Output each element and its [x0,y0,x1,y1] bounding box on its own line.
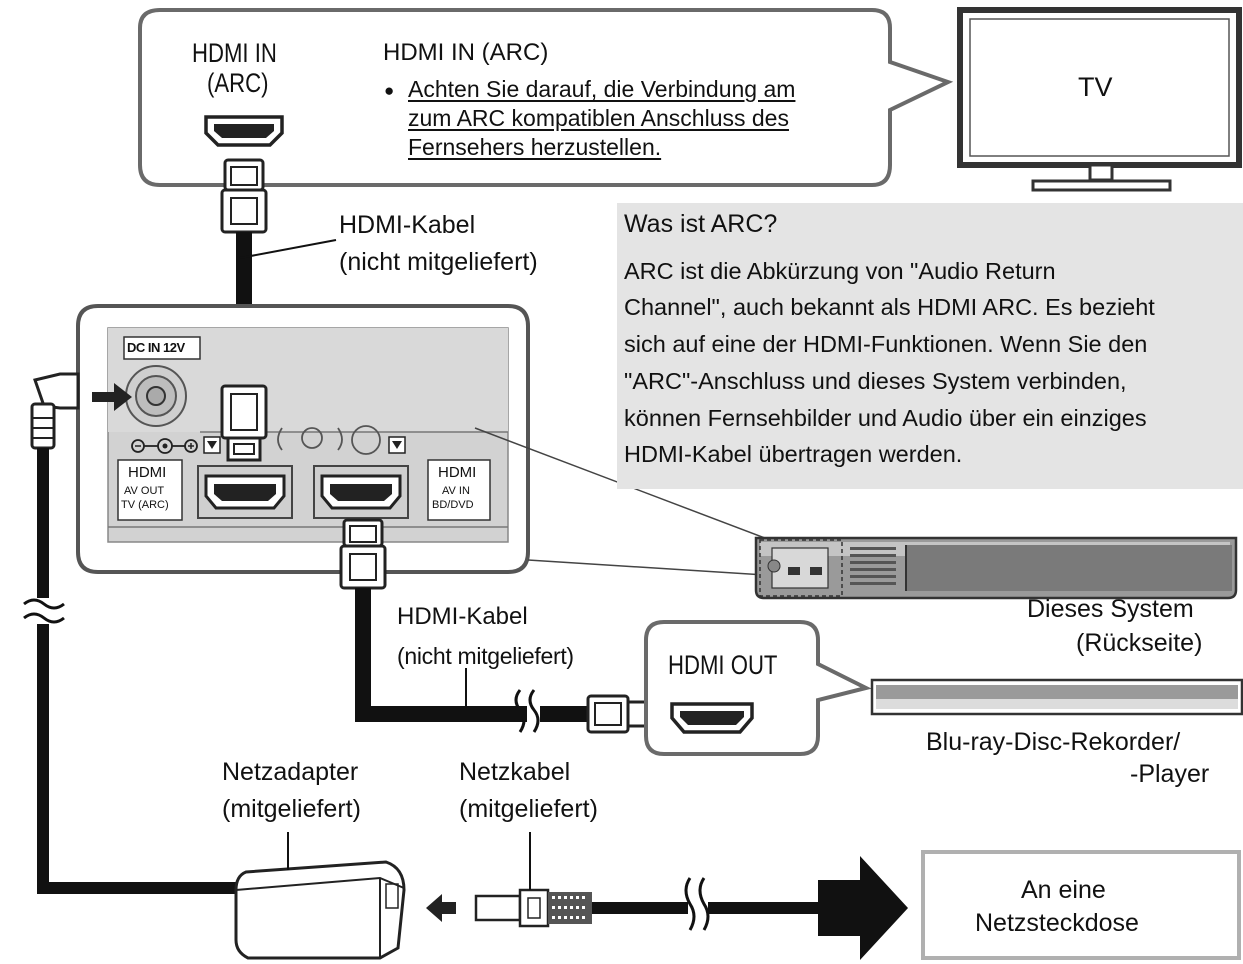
av-in-label-2: AV IN [442,485,470,497]
system-label-2: (Rückseite) [1076,629,1203,657]
adapter-insert-arrow [426,894,456,922]
hdmi-out-port-label: HDMI OUT [668,650,778,680]
tv-label: TV [1078,72,1113,102]
dc-in-label: DC IN 12V [127,340,185,355]
zoom-line-bottom [527,559,766,576]
outlet-box [921,850,1241,960]
bottom-cable-label-2: (nicht mitgeliefert) [397,643,574,669]
hdmi-in-arc-port-label-2: (ARC) [207,68,269,98]
system-label-1: Dieses System [1027,595,1194,623]
player-callout-bubble [644,620,872,756]
bottom-cable-label-1: HDMI-Kabel [397,603,528,630]
av-in-label-3: BD/DVD [432,499,474,511]
hdmi-in-arc-port-label-1: HDMI IN [192,38,277,68]
plug-insert-arrow [92,383,132,411]
tv-callout-note-line-3: Fernsehers herzustellen. [408,134,662,160]
arc-info-line-5: können Fernsehbilder und Audio über ein … [624,405,1147,431]
to-outlet-arrow [818,856,908,960]
outlet-label-2: Netzsteckdose [975,909,1139,937]
arc-info-line-2: Channel", auch bekannt als HDMI ARC. Es … [624,294,1155,320]
dc-plug-icon [23,372,247,894]
arc-info-title: Was ist ARC? [624,210,778,238]
top-cable-label-1: HDMI-Kabel [339,211,476,239]
system-soundbar-icon [754,536,1238,600]
av-out-label-1: HDMI [128,464,167,481]
hdmi-in-port-icon [204,115,284,147]
arc-info-box [617,203,1243,489]
outlet-label-1: An eine [1021,876,1106,904]
adapter-label-1: Netzadapter [222,758,359,786]
hdmi-out-port-icon [670,702,754,734]
power-cable-plug-icon [474,832,818,931]
tv-icon [957,7,1242,192]
tv-callout-note-line-1: Achten Sie darauf, die Verbindung am [408,76,796,102]
arc-info-line-3: sich auf eine der HDMI-Funktionen. Wenn … [624,331,1148,357]
ac-adapter-icon [234,832,406,960]
power-cable-label-2: (mitgeliefert) [459,795,598,823]
bluray-player-icon [870,678,1243,716]
polarity-symbol [131,438,198,454]
arc-info-line-1: ARC ist die Abkürzung von "Audio Return [624,258,1056,284]
arc-info-line-6: HDMI-Kabel übertragen werden. [624,441,963,467]
player-label-1: Blu-ray-Disc-Rekorder/ [926,728,1181,756]
adapter-label-2: (mitgeliefert) [222,795,361,823]
hdmi-cable-bottom [339,518,662,734]
arc-info-line-4: "ARC"-Anschluss und dieses System verbin… [624,368,1127,394]
tv-callout-note-line-2: zum ARC kompatiblen Anschluss des [408,105,789,131]
player-label-2: -Player [1130,760,1210,788]
tv-callout-bullet: ● [384,81,395,100]
av-in-label-1: HDMI [438,464,477,481]
av-out-label-2: AV OUT [124,485,165,497]
top-cable-label-2: (nicht mitgeliefert) [339,248,538,276]
tv-callout-heading: HDMI IN (ARC) [383,39,549,66]
tv-callout-bubble [138,8,954,187]
av-out-label-3: TV (ARC) [121,499,169,511]
power-cable-label-1: Netzkabel [459,758,571,786]
system-panel-zoom [76,304,530,574]
